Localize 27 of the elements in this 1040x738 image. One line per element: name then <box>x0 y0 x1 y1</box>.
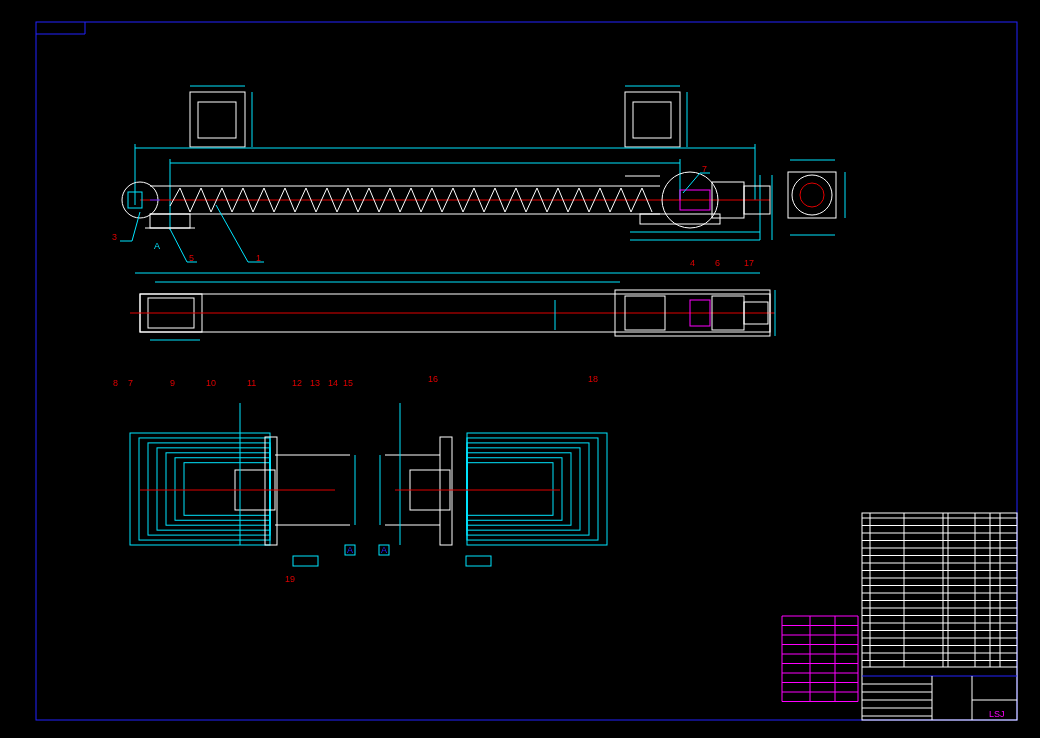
callout-number: 7 <box>128 378 133 388</box>
callout-number: 10 <box>206 378 216 388</box>
leader-line <box>682 172 711 194</box>
leader-line <box>119 211 141 242</box>
callout-number: 15 <box>343 378 353 388</box>
section-letter: A <box>154 241 160 251</box>
callout-number: 3 <box>112 232 117 242</box>
drawing-code: LSJ <box>989 709 1005 719</box>
callout-number: 4 <box>690 258 695 268</box>
callout-number: 12 <box>292 378 302 388</box>
callout-number: 1 <box>256 253 261 263</box>
callout-number: 9 <box>170 378 175 388</box>
callout-number: 13 <box>310 378 320 388</box>
datum-letter: A <box>381 545 387 555</box>
callout-number: 19 <box>285 574 295 584</box>
datum-letter: A <box>347 545 353 555</box>
callout-number: 11 <box>247 378 257 388</box>
callout-number: 6 <box>715 258 720 268</box>
leader-line <box>215 204 265 263</box>
callout-number: 8 <box>113 378 118 388</box>
callout-number: 17 <box>744 258 754 268</box>
leader-line <box>169 228 198 263</box>
callout-number: 18 <box>588 374 598 384</box>
callout-number: 14 <box>328 378 338 388</box>
callout-number: 5 <box>189 253 194 263</box>
callout-number: 7 <box>702 164 707 174</box>
callout-number: 16 <box>428 374 438 384</box>
